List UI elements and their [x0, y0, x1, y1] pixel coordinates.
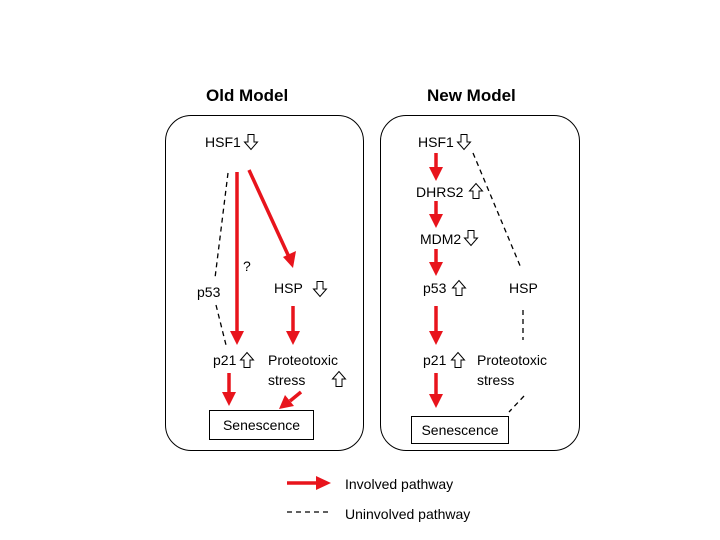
old-hsp-label: HSP: [274, 280, 303, 296]
old-hsf1-hsp-arrowhead: [283, 251, 296, 268]
new-senescence-box: Senescence: [411, 416, 509, 444]
new-p21-label: p21: [423, 352, 447, 368]
new-hsf1-down-icon: [457, 134, 471, 150]
old-hsf1-hsp-arrow: [247, 169, 291, 258]
old-question-mark: ?: [243, 258, 251, 274]
new-mdm2-label: MDM2: [420, 231, 462, 247]
new-senescence-label: Senescence: [421, 422, 499, 438]
new-model-title: New Model: [427, 86, 516, 105]
old-model-panel: [165, 115, 364, 451]
old-p53-label: p53: [197, 284, 221, 300]
old-hsf1-p21-arrowhead: [230, 331, 244, 345]
old-hsf1-p53-dashed-line: [214, 172, 229, 279]
old-p21-senescence-arrowhead: [222, 392, 236, 406]
new-stress-senescence-dashed-line: [508, 395, 525, 413]
legend-involved-arrowhead: [316, 476, 331, 490]
new-p53-up-icon: [452, 280, 466, 296]
old-hsp-down-icon: [313, 281, 327, 297]
old-stress-senescence-arrow: [288, 390, 303, 403]
old-hsp-stress-arrowhead: [286, 331, 300, 345]
new-mdm2-down-icon: [464, 230, 478, 246]
old-hsf1-label: HSF1: [205, 134, 241, 150]
old-p21-up-icon: [240, 352, 254, 368]
old-model-title: Old Model: [206, 86, 289, 105]
new-p53-label: p53: [423, 280, 447, 296]
new-dhrs2-up-icon: [469, 183, 483, 199]
new-model-panel: [380, 115, 580, 451]
old-hsf1-down-icon: [244, 134, 258, 150]
new-hsf1-dhrs2-arrowhead: [429, 167, 443, 181]
old-proteotoxic-label: Proteotoxic: [268, 352, 339, 368]
old-stress-up-icon: [332, 371, 346, 387]
new-hsp-label: HSP: [509, 280, 538, 296]
old-stress-senescence-arrowhead: [279, 395, 294, 409]
new-hsf1-hsp-dashed-line: [472, 152, 522, 269]
old-stress-label: stress: [268, 372, 306, 388]
new-p21-senescence-arrowhead: [429, 394, 443, 408]
old-senescence-label: Senescence: [222, 417, 301, 433]
old-p21-label: p21: [213, 352, 237, 368]
new-mdm2-p53-arrowhead: [429, 262, 443, 276]
old-p53-p21-dashed-line: [215, 304, 227, 346]
new-p21-up-icon: [451, 352, 465, 368]
old-senescence-box: Senescence: [209, 410, 314, 440]
new-p53-p21-arrowhead: [429, 331, 443, 345]
legend-involved-label: Involved pathway: [345, 476, 454, 492]
new-stress-label: stress: [477, 372, 515, 388]
new-hsf1-label: HSF1: [418, 134, 454, 150]
new-dhrs2-mdm2-arrowhead: [429, 214, 443, 228]
new-proteotoxic-label: Proteotoxic: [477, 352, 548, 368]
legend-uninvolved-label: Uninvolved pathway: [345, 506, 471, 522]
new-dhrs2-label: DHRS2: [416, 184, 464, 200]
